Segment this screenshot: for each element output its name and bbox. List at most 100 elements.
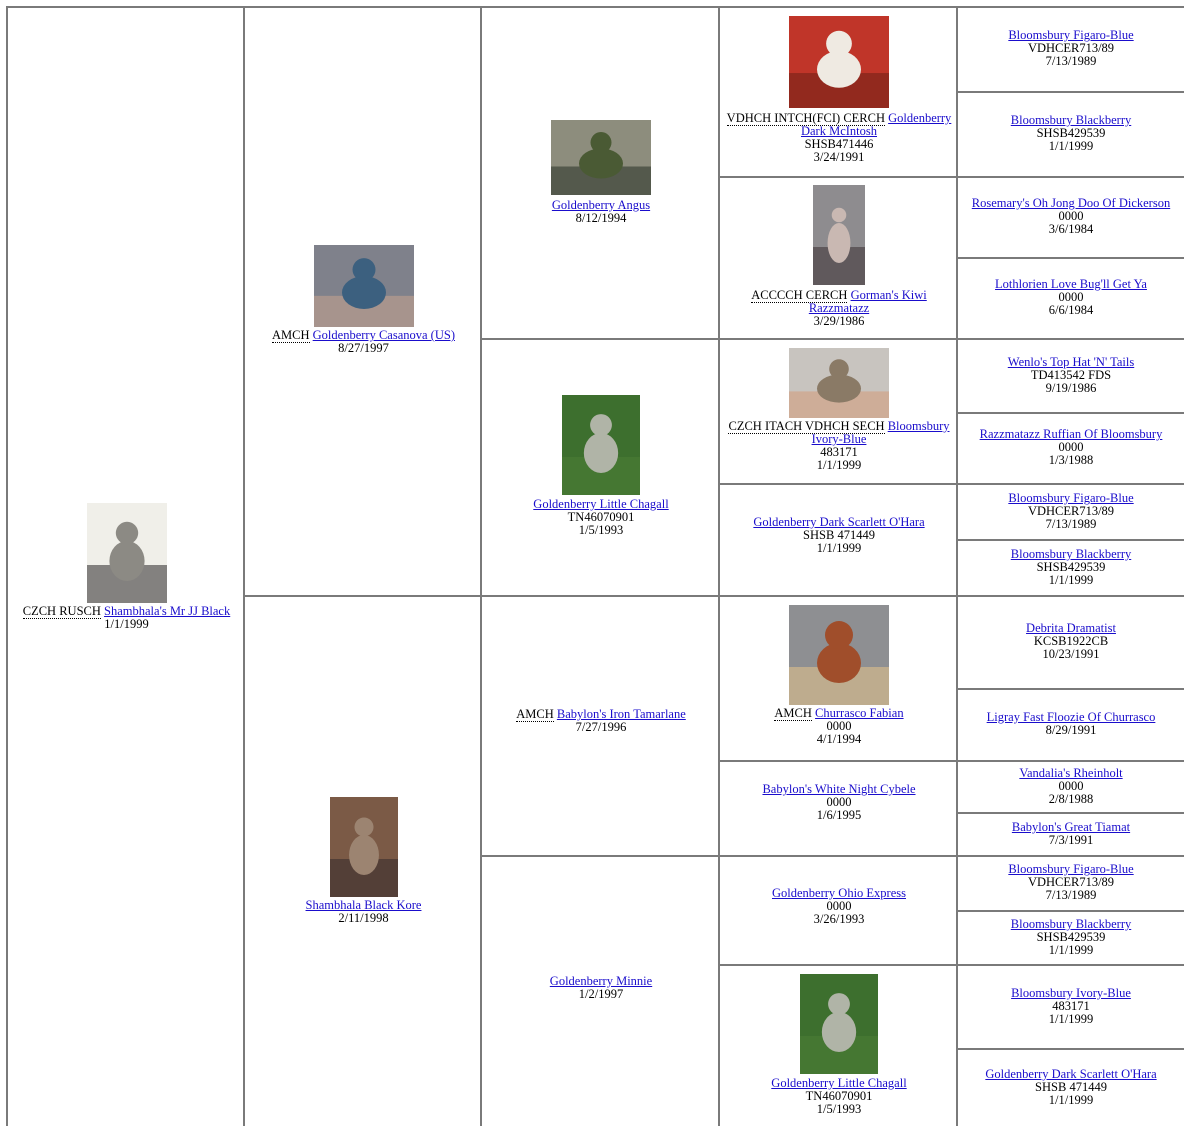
dog-name-link[interactable]: Goldenberry Ohio Express xyxy=(772,886,906,900)
registration-number: TD413542 FDS xyxy=(1030,368,1112,382)
column-divider-0 xyxy=(6,6,8,1126)
dog-name-link[interactable]: Razzmatazz Ruffian Of Bloomsbury xyxy=(979,427,1163,441)
birth-date: 4/1/1994 xyxy=(816,732,862,746)
dog-name-link[interactable]: Bloomsbury Blackberry xyxy=(1010,547,1132,561)
dog-photo[interactable] xyxy=(86,503,167,603)
dog-name-link[interactable]: Vandalia's Rheinholt xyxy=(1019,766,1123,780)
dog-name-line: AMCH Goldenberry Casanova (US) xyxy=(245,328,482,343)
dog-name-link[interactable]: Bloomsbury Figaro-Blue xyxy=(1008,862,1134,876)
dog-name-link[interactable]: Wenlo's Top Hat 'N' Tails xyxy=(1007,355,1135,369)
dog-name-link[interactable]: Bloomsbury Ivory-Blue xyxy=(1011,986,1131,1000)
registration-number: 0000 xyxy=(1058,209,1084,223)
dog-photo[interactable] xyxy=(813,185,865,285)
dog-name-line: Goldenberry Dark Scarlett O'Hara xyxy=(720,516,958,529)
dog-name-link[interactable]: Bloomsbury Figaro-Blue xyxy=(1008,28,1134,42)
dog-name-link[interactable]: Churrasco Fabian xyxy=(815,706,904,720)
birth-date: 1/1/1999 xyxy=(1048,573,1094,587)
registration-number: SHSB 471449 xyxy=(803,528,875,542)
dog-name-link[interactable]: Rosemary's Oh Jong Doo Of Dickerson xyxy=(971,196,1171,210)
dog-titles: VDHCH INTCH(FCI) CERCH xyxy=(726,111,886,126)
registration-number: 0000 xyxy=(826,719,852,733)
birth-date: 3/26/1993 xyxy=(813,912,865,926)
dog-name-link[interactable]: Bloomsbury Blackberry xyxy=(1010,113,1132,127)
gen4-row-divider xyxy=(720,595,958,597)
dog-name-link[interactable]: Shambhala Black Kore xyxy=(305,898,422,912)
dog-name-link[interactable]: Goldenberry Dark Scarlett O'Hara xyxy=(753,515,925,529)
birth-date: 1/3/1988 xyxy=(1048,453,1094,467)
dog-name-link[interactable]: Gorman's Kiwi Razzmatazz xyxy=(808,288,927,315)
dog-name-line: AMCH Babylon's Iron Tamarlane xyxy=(482,707,720,722)
dog-name-link[interactable]: Goldenberry Dark Scarlett O'Hara xyxy=(985,1067,1157,1081)
dog-name-link[interactable]: Goldenberry Little Chagall xyxy=(533,497,669,511)
registration-number: TN46070901 xyxy=(805,1089,873,1103)
dog-name-link[interactable]: Bloomsbury Blackberry xyxy=(1010,917,1132,931)
dog-name-line: Goldenberry Ohio Express xyxy=(720,887,958,900)
dog-name-link[interactable]: Bloomsbury Ivory-Blue xyxy=(811,419,950,446)
dog-photo[interactable] xyxy=(789,16,889,108)
birth-date: 1/1/1999 xyxy=(104,617,149,631)
dog-name-link[interactable]: Goldenberry Little Chagall xyxy=(771,1076,907,1090)
dog-name-link[interactable]: Goldenberry Dark McIntosh xyxy=(800,111,952,138)
gen3-row-divider xyxy=(482,338,720,340)
registration-number: SHSB 471449 xyxy=(1035,1080,1107,1094)
dog-name-link[interactable]: Babylon's Iron Tamarlane xyxy=(556,707,686,721)
gen2-row-divider xyxy=(245,595,482,597)
dog-name-link[interactable]: Bloomsbury Figaro-Blue xyxy=(1008,491,1134,505)
dog-photo[interactable] xyxy=(789,605,889,705)
birth-date: 1/2/1997 xyxy=(578,987,624,1001)
registration-number: 0000 xyxy=(1058,779,1084,793)
dog-name-link[interactable]: Debrita Dramatist xyxy=(1026,621,1116,635)
birth-date: 6/6/1984 xyxy=(1048,303,1094,317)
dog-titles: CZCH ITACH VDHCH SECH xyxy=(728,419,885,434)
dog-name-link[interactable]: Goldenberry Angus xyxy=(551,198,651,212)
gen5-row-divider xyxy=(958,595,1184,597)
gen5-row-divider xyxy=(958,760,1184,762)
birth-date: 9/19/1986 xyxy=(1045,381,1097,395)
gen5-row-divider xyxy=(958,855,1184,857)
dog-photo[interactable] xyxy=(800,974,878,1074)
dog-name-line: CZCH ITACH VDHCH SECH Bloomsbury Ivory-B… xyxy=(720,419,958,446)
gen5-row-divider xyxy=(958,412,1184,414)
dog-name-link[interactable]: Goldenberry Casanova (US) xyxy=(312,328,455,342)
gen2-dog-cell: AMCH Goldenberry Casanova (US)8/27/1997 xyxy=(245,328,482,355)
gen5-row-divider xyxy=(958,1048,1184,1050)
dog-name-link[interactable]: Goldenberry Minnie xyxy=(549,974,653,988)
birth-date: 8/29/1991 xyxy=(1045,723,1097,737)
birth-date: 1/6/1995 xyxy=(816,808,862,822)
registration-number: 0000 xyxy=(1058,440,1084,454)
dog-photo[interactable] xyxy=(329,797,398,897)
gen3-row-divider xyxy=(482,855,720,857)
dog-name-line: Shambhala Black Kore xyxy=(245,899,482,912)
dog-photo[interactable] xyxy=(551,120,651,195)
birth-date: 1/1/1999 xyxy=(1048,139,1094,153)
dog-photo[interactable] xyxy=(562,395,640,495)
dog-name-link[interactable]: Ligray Fast Floozie Of Churrasco xyxy=(986,710,1156,724)
dog-name-link[interactable]: Babylon's Great Tiamat xyxy=(1011,820,1131,834)
column-divider-3 xyxy=(718,6,720,1126)
gen5-row-divider xyxy=(958,257,1184,259)
dog-name-link[interactable]: Shambhala's Mr JJ Black xyxy=(104,604,231,618)
birth-date: 10/23/1991 xyxy=(1042,647,1100,661)
dog-name-link[interactable]: Lothlorien Love Bug'll Get Ya xyxy=(995,277,1147,291)
birth-date: 1/1/1999 xyxy=(1048,1012,1094,1026)
dog-photo[interactable] xyxy=(789,348,889,418)
dog-name-link[interactable]: Babylon's White Night Cybele xyxy=(762,782,916,796)
dog-photo[interactable] xyxy=(313,245,414,327)
registration-number: 0000 xyxy=(826,795,852,809)
dog-name-line: AMCH Churrasco Fabian xyxy=(720,706,958,721)
dog-name-line: ACCCCH CERCH Gorman's Kiwi Razzmatazz xyxy=(728,288,950,315)
dog-name-line: Goldenberry Angus xyxy=(482,199,720,212)
birth-date: 7/27/1996 xyxy=(575,720,627,734)
birth-date: 1/5/1993 xyxy=(578,523,624,537)
gen5-row-divider xyxy=(958,812,1184,814)
